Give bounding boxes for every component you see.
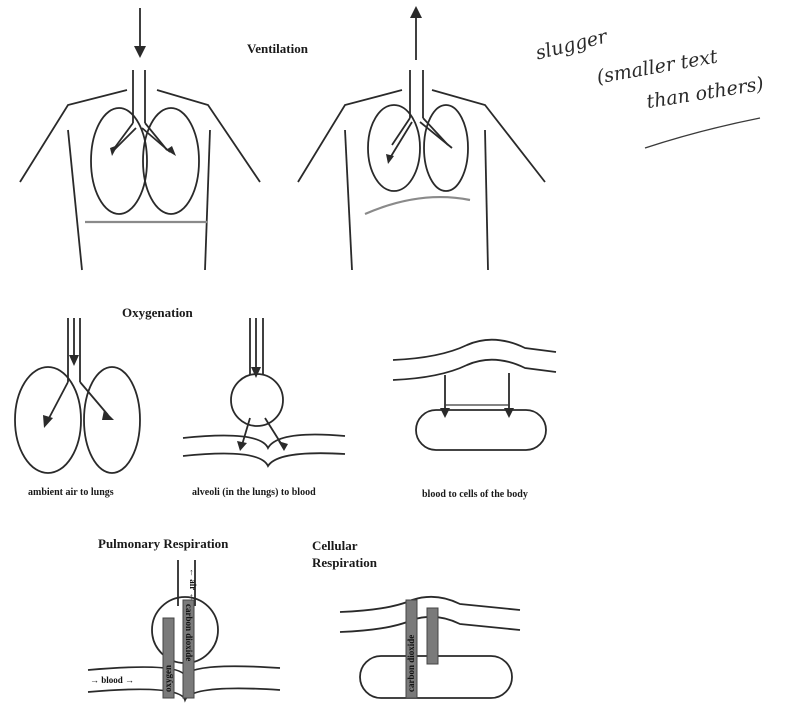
caption-alveoli: alveoli (in the lungs) to blood — [192, 487, 316, 498]
body-cell — [416, 410, 546, 450]
left-shoulder-outline — [20, 90, 127, 182]
arrowhead — [278, 441, 288, 451]
arrowhead — [251, 367, 261, 378]
capillary-wall-bottom — [183, 453, 345, 466]
pulmonary-respiration-title: Pulmonary Respiration — [98, 536, 228, 552]
oxygen-arrow — [265, 418, 282, 445]
cellular-respiration-title-line2: Respiration — [312, 555, 377, 571]
handwritten-stroke — [645, 118, 760, 148]
capillary-wall-bottom — [393, 360, 556, 380]
arrowhead — [69, 355, 79, 366]
oxygenation-title: Oxygenation — [122, 305, 193, 321]
left-bronchus — [48, 382, 68, 420]
oxygen-label: oxygen — [163, 665, 173, 692]
diaphragm — [365, 197, 470, 214]
left-torso-outline — [68, 130, 82, 270]
arrowhead — [43, 415, 53, 428]
right-torso-outline — [485, 130, 488, 270]
left-lung — [368, 105, 420, 191]
oxygenation-cell-figure — [393, 340, 556, 450]
oxygen-bar — [427, 608, 438, 664]
capillary-wall-top — [183, 435, 345, 449]
ventilation-inhale-figure — [20, 8, 260, 270]
arrowhead — [102, 410, 114, 420]
alveolus — [231, 374, 283, 426]
carbon-dioxide-label: carbon dioxide — [184, 604, 194, 661]
oxygenation-lungs-figure — [15, 318, 140, 473]
arrowhead — [237, 441, 247, 451]
air-to-left-lung-arrow — [114, 128, 136, 150]
arrowhead — [110, 145, 118, 156]
oxygenation-alveolus-figure — [183, 318, 345, 466]
right-lung — [143, 108, 199, 214]
arrowhead — [386, 154, 394, 164]
air-out-arrowhead — [410, 6, 422, 18]
right-lung — [424, 105, 468, 191]
air-label: ← air ← — [188, 568, 198, 601]
blood-label: → blood → — [90, 675, 134, 685]
capillary-wall-top — [393, 340, 556, 360]
pulmonary-respiration-figure: ← air ← → blood → oxygen carbon dioxide — [88, 560, 280, 700]
carbon-dioxide-label: carbon dioxide — [406, 635, 416, 692]
lung-arrow — [390, 122, 412, 158]
cellular-respiration-figure: carbon dioxide — [340, 597, 520, 698]
caption-ambient-air: ambient air to lungs — [28, 487, 114, 498]
right-torso-outline — [205, 130, 210, 270]
right-shoulder-outline — [432, 90, 545, 182]
left-torso-outline — [345, 130, 352, 270]
ventilation-exhale-figure — [298, 6, 545, 270]
left-lung — [91, 108, 147, 214]
left-shoulder-outline — [298, 90, 402, 182]
air-in-arrowhead — [134, 46, 146, 58]
caption-cells: blood to cells of the body — [422, 489, 528, 500]
ventilation-title: Ventilation — [247, 41, 308, 57]
cellular-respiration-title-line1: Cellular — [312, 538, 358, 554]
